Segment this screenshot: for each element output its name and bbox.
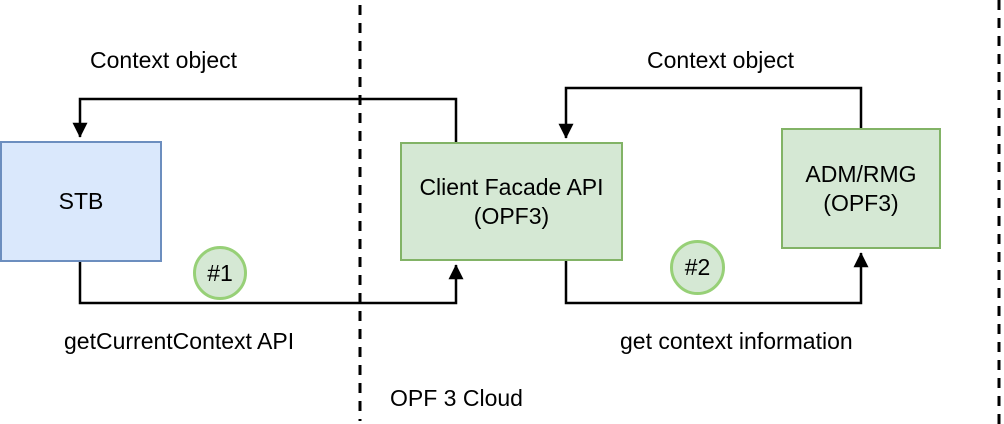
arrow-getcontext-to-adm-rmg <box>564 252 869 305</box>
node-client-facade-api: Client Facade API (OPF3) <box>400 142 623 261</box>
step-badge-2: #2 <box>670 240 725 295</box>
arrow-getcurrentcontext-to-client-facade <box>78 261 464 305</box>
step-badge-1-label: #1 <box>207 259 233 286</box>
step-badge-1: #1 <box>193 246 247 300</box>
label-getcurrentcontext-api: getCurrentContext API <box>64 328 295 354</box>
node-adm-rmg-label-line2: (OPF3) <box>823 189 899 216</box>
label-context-object-left: Context object <box>90 47 238 73</box>
arrow-context-object-to-stb <box>72 97 458 143</box>
label-context-object-right: Context object <box>647 47 795 73</box>
node-adm-rmg-label-line1: ADM/RMG <box>805 160 917 187</box>
node-client-facade-label-line1: Client Facade API <box>419 173 604 200</box>
node-stb: STB <box>0 141 162 262</box>
node-adm-rmg: ADM/RMG (OPF3) <box>781 128 941 249</box>
node-client-facade-label-line2: (OPF3) <box>473 202 550 229</box>
label-opf3-cloud: OPF 3 Cloud <box>390 385 523 411</box>
node-stb-label: STB <box>58 188 104 215</box>
arrow-context-object-to-client-facade <box>558 86 863 139</box>
step-badge-2-label: #2 <box>684 254 711 280</box>
label-get-context-information: get context information <box>620 328 853 354</box>
